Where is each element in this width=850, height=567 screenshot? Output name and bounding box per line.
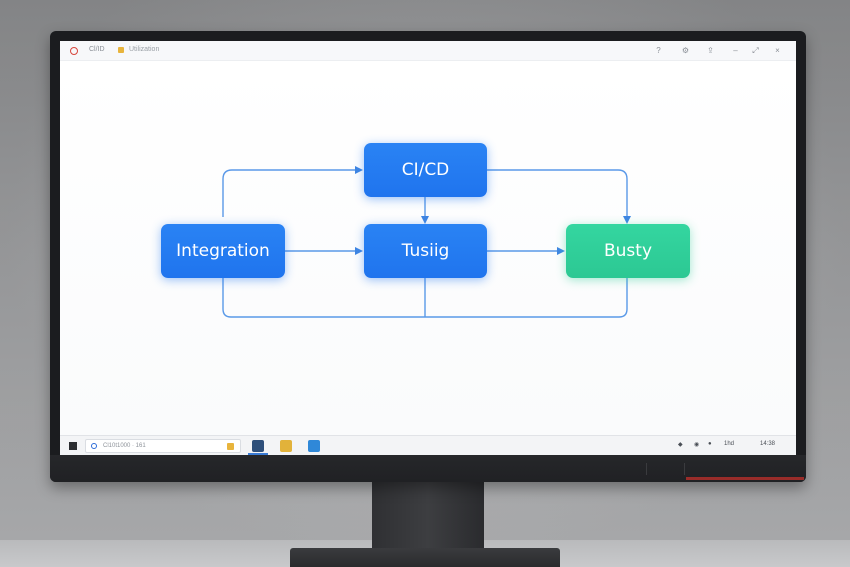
node-testing[interactable]: Tusiig [364, 224, 487, 278]
share-icon[interactable]: ⇪ [707, 46, 714, 55]
tray-date[interactable]: 14:38 [760, 441, 776, 447]
tab-label[interactable]: Cl/ID [89, 46, 105, 53]
diagram-canvas: CI/CD Integration Tusiig Busty [60, 62, 796, 435]
node-label: Integration [176, 241, 270, 261]
node-deploy[interactable]: Busty [566, 224, 690, 278]
window-title: Utilization [129, 46, 160, 53]
app-logo-icon [70, 47, 78, 55]
settings-icon[interactable]: ⚙ [681, 46, 690, 55]
monitor-button [684, 463, 685, 475]
monitor-stand-neck [372, 478, 484, 548]
monitor-chin [50, 455, 806, 482]
tab-favicon-icon [118, 47, 124, 53]
volume-icon[interactable]: ◉ [694, 442, 700, 448]
folder-icon[interactable] [280, 440, 292, 452]
tray-time[interactable]: 1hd [724, 441, 735, 447]
active-app-indicator [248, 453, 268, 455]
node-label: CI/CD [401, 160, 450, 180]
node-cicd[interactable]: CI/CD [364, 143, 487, 197]
taskbar-search-input[interactable]: Cl10t1000 · 161 [85, 439, 241, 453]
screen: Cl/ID Utilization ? ⚙ ⇪ – ⤢ × [60, 41, 796, 455]
node-label: Busty [603, 241, 653, 261]
node-integration[interactable]: Integration [161, 224, 285, 278]
close-icon[interactable]: × [775, 46, 780, 55]
monitor-button [646, 463, 647, 475]
editor-icon[interactable] [308, 440, 320, 452]
node-label: Tusiig [401, 241, 450, 261]
start-button[interactable] [69, 442, 77, 450]
battery-icon[interactable]: ● [708, 441, 712, 447]
window-titlebar: Cl/ID Utilization ? ⚙ ⇪ – ⤢ × [60, 41, 796, 61]
search-placeholder: Cl10t1000 · 161 [103, 443, 146, 449]
search-badge-icon [227, 443, 234, 450]
file-manager-icon[interactable] [252, 440, 264, 452]
help-icon[interactable]: ? [656, 46, 661, 55]
network-icon[interactable]: ◆ [678, 442, 683, 448]
monitor-accent-strip [686, 477, 804, 480]
minimize-icon[interactable]: – [733, 46, 738, 55]
restore-icon[interactable]: ⤢ [752, 46, 759, 55]
search-icon [91, 443, 97, 449]
diagram-connectors [222, 166, 631, 318]
monitor-stand-base [290, 548, 560, 567]
edge-cicd-to-deploy [487, 169, 631, 224]
taskbar: Cl10t1000 · 161 ◆ ◉ ● 1hd 14:38 [60, 435, 796, 455]
edge-integration-to-cicd [222, 166, 363, 217]
